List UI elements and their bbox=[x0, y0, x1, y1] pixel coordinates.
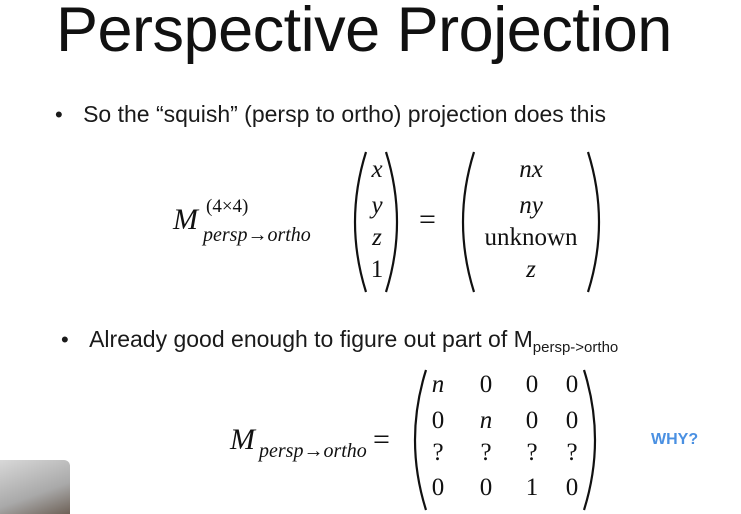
bullet-2-text: Already good enough to figure out part o… bbox=[89, 326, 533, 352]
bullet-2: • Already good enough to figure out part… bbox=[61, 326, 619, 356]
eq2-symbol: M bbox=[230, 423, 255, 456]
matrix-cell: n bbox=[479, 407, 493, 434]
eq2-subscript: persp→ortho bbox=[259, 440, 367, 462]
slide-title: Perspective Projection bbox=[56, 0, 672, 65]
eq2-equals: = bbox=[373, 423, 390, 456]
eq1-result-right-paren bbox=[586, 151, 601, 293]
eq1-superscript: (4×4) bbox=[206, 196, 249, 217]
eq2-matrix-left-paren bbox=[413, 369, 428, 511]
eq1-subscript: persp→ortho bbox=[203, 224, 311, 246]
bullet-1-text: So the “squish” (persp to ortho) project… bbox=[83, 101, 606, 127]
matrix-cell: 0 bbox=[479, 474, 493, 501]
matrix-cell: 0 bbox=[565, 474, 579, 501]
matrix-cell: n bbox=[431, 371, 445, 398]
eq1-result-unknown: unknown bbox=[484, 224, 578, 251]
matrix-cell: 0 bbox=[525, 371, 539, 398]
matrix-cell: 0 bbox=[525, 407, 539, 434]
eq1-vector-x: x bbox=[371, 156, 383, 183]
matrix-cell: 0 bbox=[431, 474, 445, 501]
eq1-vector-right-paren bbox=[384, 151, 399, 293]
matrix-cell: 0 bbox=[479, 371, 493, 398]
matrix-cell: ? bbox=[432, 439, 444, 466]
bullet-2-subscript: persp->ortho bbox=[532, 339, 619, 356]
eq1-lhs: M bbox=[173, 203, 198, 237]
eq1-symbol: M bbox=[173, 203, 198, 236]
matrix-cell: ? bbox=[526, 439, 538, 466]
eq1-vector-left-paren bbox=[353, 151, 368, 293]
matrix-cell: 0 bbox=[431, 407, 445, 434]
eq1-vector-y: y bbox=[371, 192, 383, 219]
bullet-1: • So the “squish” (persp to ortho) proje… bbox=[55, 101, 606, 128]
bullet-dot: • bbox=[55, 102, 63, 127]
eq2-matrix-right-paren bbox=[582, 369, 597, 511]
why-annotation: WHY? bbox=[651, 431, 699, 448]
eq1-result-left-paren bbox=[461, 151, 476, 293]
eq1-vector-1: 1 bbox=[370, 256, 384, 283]
matrix-cell: 0 bbox=[565, 371, 579, 398]
matrix-cell: 0 bbox=[565, 407, 579, 434]
matrix-cell: 1 bbox=[525, 474, 539, 501]
eq1-result-nx: nx bbox=[519, 156, 543, 183]
eq1-result-ny: ny bbox=[519, 192, 543, 219]
webcam-thumbnail bbox=[0, 460, 70, 514]
eq1-equals: = bbox=[419, 203, 436, 236]
eq1-result-z: z bbox=[526, 256, 536, 283]
eq1-vector-z: z bbox=[372, 224, 382, 251]
matrix-cell: ? bbox=[480, 439, 492, 466]
matrix-cell: ? bbox=[566, 439, 578, 466]
bullet-dot: • bbox=[61, 327, 69, 352]
